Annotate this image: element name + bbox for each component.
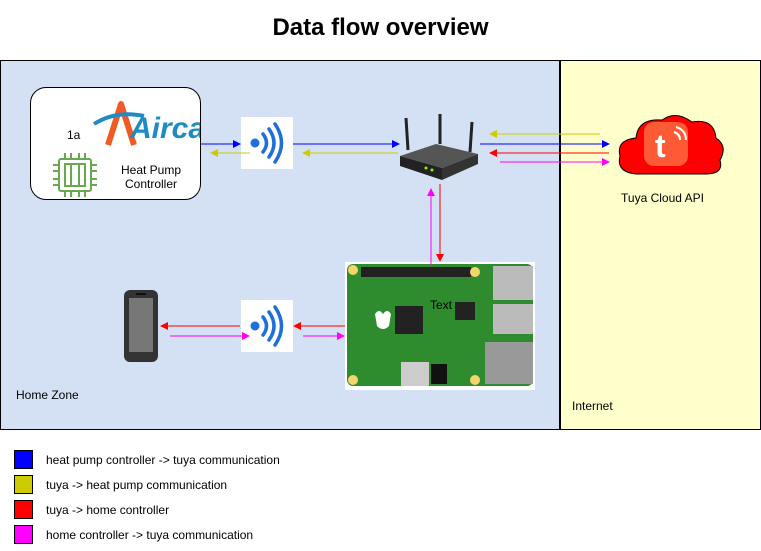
controller-id-label: 1a [67, 128, 81, 142]
internet-zone-label: Internet [572, 399, 613, 413]
legend-label: heat pump controller -> tuya communicati… [46, 453, 280, 467]
controller-name-line1: Heat Pump [120, 163, 182, 177]
home-zone-label: Home Zone [16, 388, 79, 402]
pi-overlay-text: Text [430, 298, 453, 312]
tuya-logo-letter: t [655, 128, 666, 164]
controller-name-line2: Controller [124, 177, 178, 191]
chip-icon [53, 153, 97, 197]
smartphone-icon [124, 290, 158, 362]
aircal-logo: Aircal [92, 101, 200, 146]
legend-label: tuya -> home controller [46, 503, 170, 517]
raspberry-pi-board-icon [345, 262, 535, 390]
cloud-label: Tuya Cloud API [621, 191, 704, 205]
legend-swatch [14, 475, 33, 494]
controller-name: Heat Pump Controller [105, 163, 197, 191]
legend-swatch [14, 450, 33, 469]
wifi-icon [241, 117, 293, 169]
cloud-icon: t [618, 115, 724, 175]
legend-swatch [14, 500, 33, 519]
legend-label: home controller -> tuya communication [46, 528, 254, 542]
wifi-icon [241, 300, 293, 352]
page-title: Data flow overview [272, 14, 489, 41]
aircal-logo-text: Aircal [129, 112, 200, 145]
router-icon [400, 114, 478, 180]
legend-swatch [14, 525, 33, 544]
legend-label: tuya -> heat pump communication [46, 478, 228, 492]
